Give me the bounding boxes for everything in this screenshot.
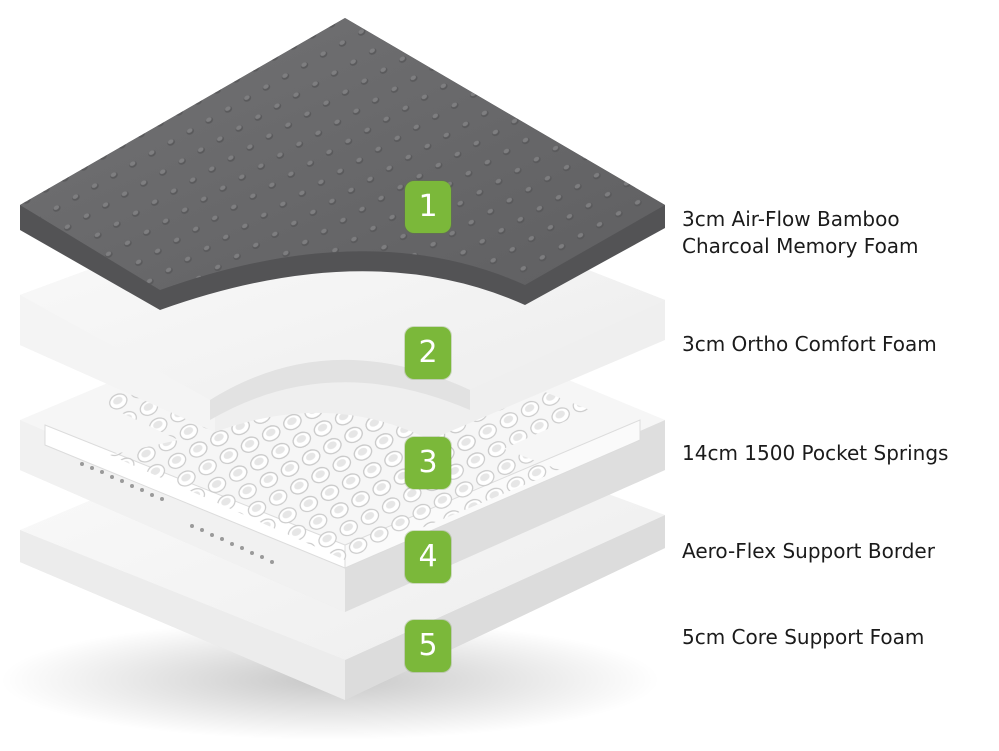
- layer-1-label: 3cm Air-Flow Bamboo Charcoal Memory Foam: [682, 206, 919, 260]
- layer-2-label: 3cm Ortho Comfort Foam: [682, 332, 937, 356]
- layer-1-label-line-2: Charcoal Memory Foam: [682, 234, 919, 258]
- layer-5-label: 5cm Core Support Foam: [682, 625, 925, 649]
- layer-4-label: Aero-Flex Support Border: [682, 539, 935, 563]
- layer-3-label: 14cm 1500 Pocket Springs: [682, 441, 949, 465]
- layer-5-badge: 5: [405, 620, 451, 672]
- layer-1-badge: 1: [405, 181, 451, 233]
- layer-2-badge: 2: [405, 327, 451, 379]
- layer-3-badge: 3: [405, 437, 451, 489]
- layer-4-badge: 4: [405, 531, 451, 583]
- layer-1-memory-foam: [20, 18, 665, 310]
- layer-1-label-line-1: 3cm Air-Flow Bamboo: [682, 207, 900, 231]
